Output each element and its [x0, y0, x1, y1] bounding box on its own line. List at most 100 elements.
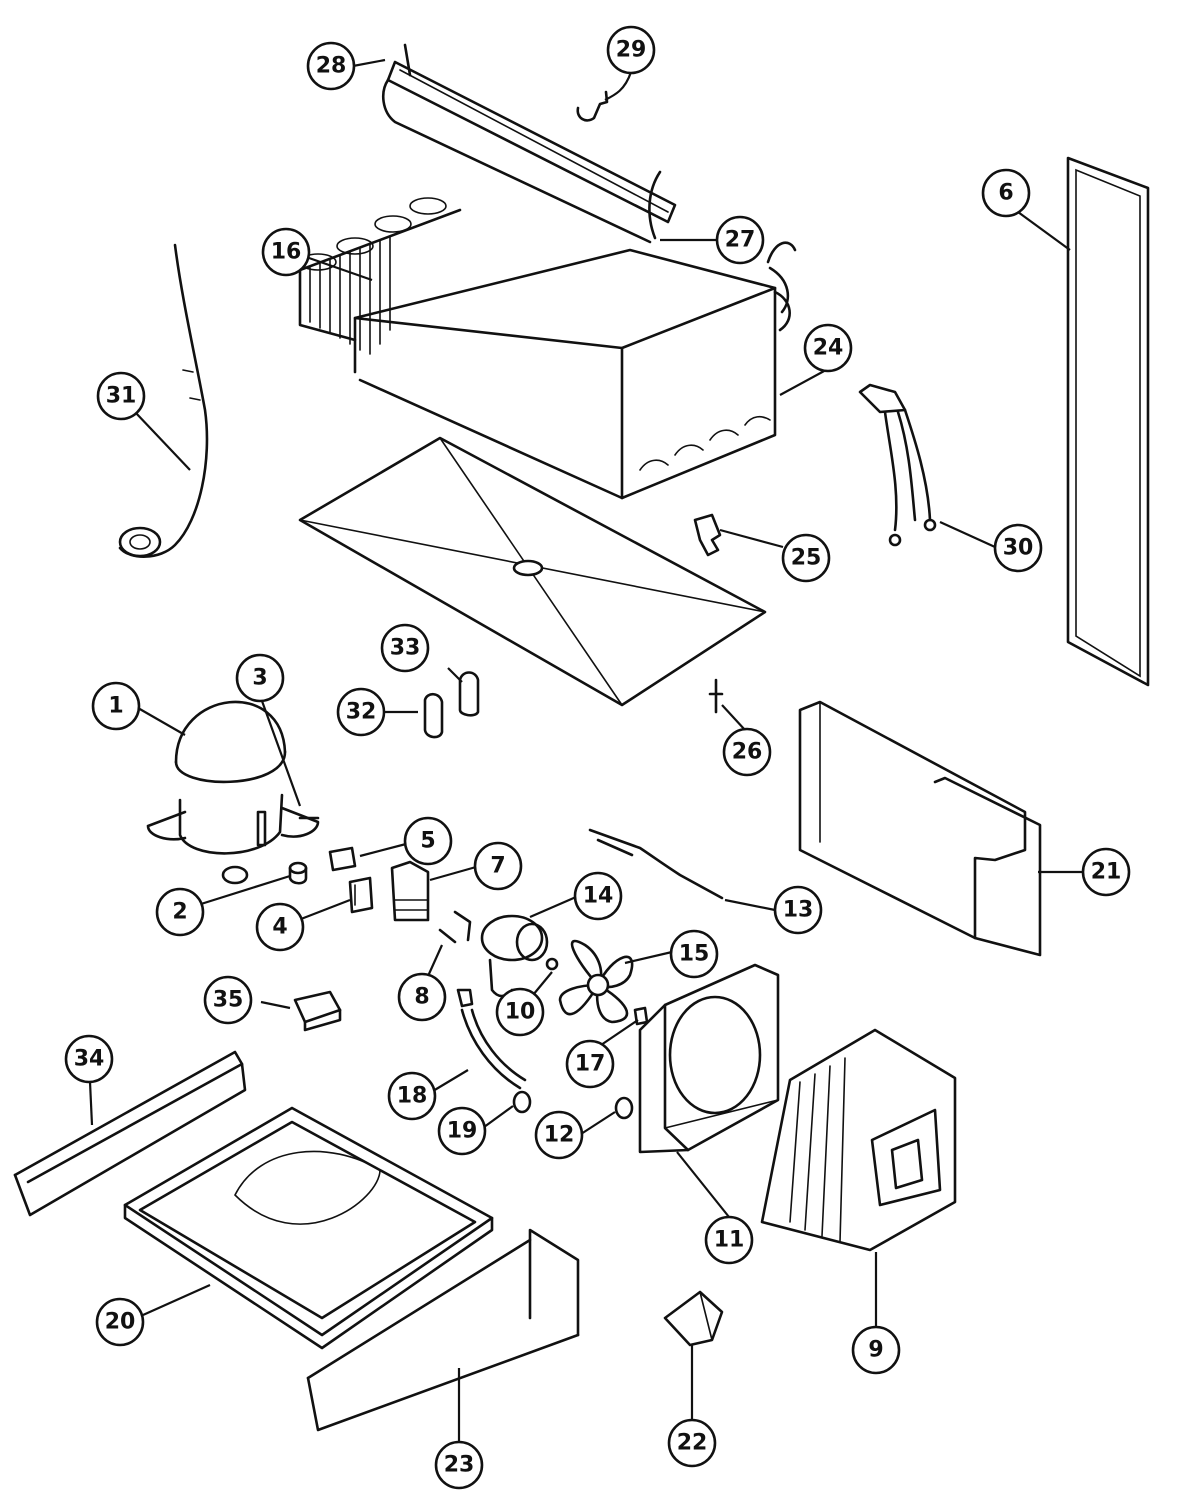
callout-label: 6 [998, 181, 1013, 206]
callout-label: 34 [74, 1047, 105, 1072]
callout-label: 4 [272, 915, 287, 940]
callout-label: 3 [252, 666, 267, 691]
callout-label: 35 [213, 988, 244, 1013]
part-13-capillary [588, 828, 724, 900]
callout-label: 30 [1003, 536, 1034, 561]
part-1-compressor [146, 700, 320, 885]
callout-28[interactable]: 28 [306, 41, 356, 91]
callout-label: 15 [679, 942, 710, 967]
callout-27[interactable]: 27 [715, 215, 765, 265]
callout-label: 12 [544, 1123, 575, 1148]
callout-23[interactable]: 23 [434, 1440, 484, 1490]
callout-1[interactable]: 1 [91, 681, 141, 731]
callout-label: 10 [505, 1000, 536, 1025]
callout-9[interactable]: 9 [851, 1325, 901, 1375]
part-18-heater-strap [456, 988, 527, 1090]
part-24-evaporator [298, 197, 797, 500]
part-30-wire-harness [858, 383, 937, 547]
leader-lines [88, 58, 1082, 1442]
part-21-cover-panel [798, 700, 1042, 957]
callout-7[interactable]: 7 [473, 841, 523, 891]
callout-label: 2 [172, 900, 187, 925]
callout-4[interactable]: 4 [255, 902, 305, 952]
callout-11[interactable]: 11 [704, 1215, 754, 1265]
part-19-grommet [512, 1090, 532, 1114]
callout-label: 31 [106, 384, 137, 409]
callout-30[interactable]: 30 [993, 523, 1043, 573]
callout-29[interactable]: 29 [606, 25, 656, 75]
callout-2[interactable]: 2 [155, 887, 205, 937]
callout-25[interactable]: 25 [781, 533, 831, 583]
callout-label: 13 [783, 898, 814, 923]
callout-21[interactable]: 21 [1081, 847, 1131, 897]
callout-label: 8 [414, 985, 429, 1010]
callout-label: 32 [346, 700, 377, 725]
part-7-relay [390, 860, 430, 922]
callout-label: 25 [791, 546, 822, 571]
callout-19[interactable]: 19 [437, 1106, 487, 1156]
callout-label: 5 [420, 829, 435, 854]
callout-label: 1 [108, 694, 123, 719]
callout-label: 17 [575, 1052, 606, 1077]
part-20-base-pan [123, 1106, 494, 1350]
callout-label: 16 [271, 240, 302, 265]
part-28-top-rail [381, 43, 677, 244]
callout-26[interactable]: 26 [722, 727, 772, 777]
callout-label: 7 [490, 854, 505, 879]
part-4-overload [348, 876, 374, 914]
callout-3[interactable]: 3 [235, 653, 285, 703]
callout-8[interactable]: 8 [397, 972, 447, 1022]
part-29-clip [576, 90, 609, 122]
callout-label: 21 [1091, 860, 1122, 885]
callout-15[interactable]: 15 [669, 929, 719, 979]
callout-16[interactable]: 16 [261, 227, 311, 277]
callout-label: 18 [397, 1084, 428, 1109]
callout-label: 24 [813, 336, 844, 361]
part-2-grommet [288, 861, 308, 885]
callout-label: 28 [316, 54, 347, 79]
part-12-grommet [614, 1096, 634, 1120]
callout-label: 14 [583, 884, 614, 909]
part-5-relay-bracket [328, 846, 357, 872]
callout-label: 33 [390, 636, 421, 661]
callout-20[interactable]: 20 [95, 1297, 145, 1347]
part-25-bracket [693, 513, 722, 557]
callout-5[interactable]: 5 [403, 816, 453, 866]
callout-label: 20 [105, 1310, 136, 1335]
callout-label: 29 [616, 38, 647, 63]
callout-31[interactable]: 31 [96, 371, 146, 421]
part-8-clip [438, 910, 472, 944]
callout-34[interactable]: 34 [64, 1034, 114, 1084]
part-26-screw [708, 678, 724, 714]
callout-10[interactable]: 10 [495, 987, 545, 1037]
callout-label: 22 [677, 1431, 708, 1456]
callout-label: 19 [447, 1119, 478, 1144]
callout-label: 27 [725, 228, 756, 253]
part-9-condenser [760, 1028, 957, 1252]
callout-12[interactable]: 12 [534, 1110, 584, 1160]
callout-label: 9 [868, 1338, 883, 1363]
callout-13[interactable]: 13 [773, 885, 823, 935]
part-32-seal [423, 692, 444, 739]
callout-14[interactable]: 14 [573, 871, 623, 921]
part-31-drain-tube [118, 243, 209, 558]
callout-22[interactable]: 22 [667, 1418, 717, 1468]
part-22-control [663, 1290, 724, 1347]
callout-33[interactable]: 33 [380, 623, 430, 673]
callout-6[interactable]: 6 [981, 168, 1031, 218]
callout-18[interactable]: 18 [387, 1071, 437, 1121]
part-11-fan-shroud [638, 963, 780, 1154]
callout-24[interactable]: 24 [803, 323, 853, 373]
part-35-switch [293, 990, 342, 1032]
part-14-fan-motor [480, 914, 549, 998]
callout-32[interactable]: 32 [336, 687, 386, 737]
part-6-gasket-panel [1066, 156, 1150, 687]
part-34-angle-rail [13, 1050, 247, 1217]
callout-label: 23 [444, 1453, 475, 1478]
callout-35[interactable]: 35 [203, 975, 253, 1025]
part-16-drain-pan [298, 436, 767, 707]
part-23-front-plate [306, 1228, 580, 1432]
callout-17[interactable]: 17 [565, 1039, 615, 1089]
part-15-fan-blade [558, 939, 634, 1024]
